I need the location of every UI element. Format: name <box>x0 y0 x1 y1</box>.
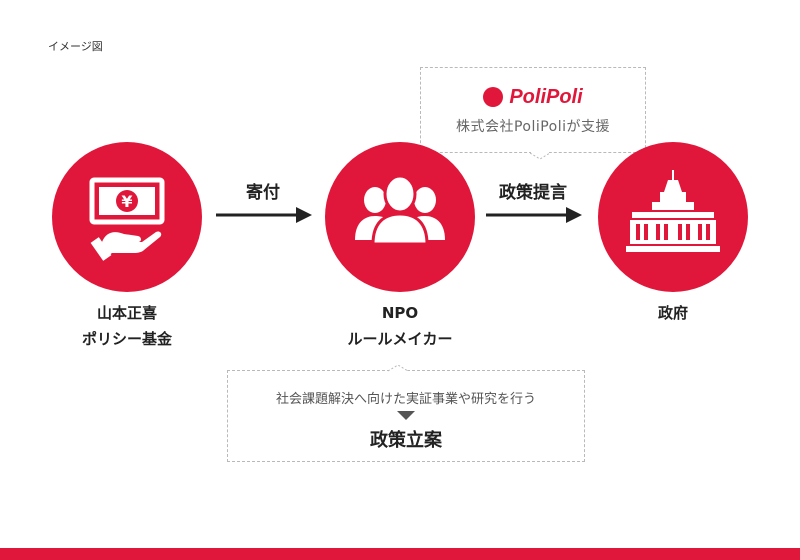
policy-box-pointer <box>388 365 408 377</box>
node-label-line1: NPO <box>381 304 419 322</box>
node-label-line2: ポリシー基金 <box>81 330 172 348</box>
node-label-line1: 山本正喜 <box>96 304 157 322</box>
node-circle-fund: ¥ <box>52 142 202 292</box>
support-text: 株式会社PoliPoliが支援 <box>455 119 611 135</box>
node-circle-npo <box>325 142 475 292</box>
node-label-fund: 山本正喜 ポリシー基金 <box>27 300 227 352</box>
logo-text: PoliPoli <box>509 85 583 108</box>
people-group-icon <box>355 174 445 246</box>
arrow-right-icon <box>216 207 312 223</box>
triangle-down-icon <box>397 411 415 420</box>
svg-text:¥: ¥ <box>121 192 132 211</box>
money-hand-icon: ¥ <box>89 177 165 261</box>
government-building-icon <box>626 170 720 252</box>
node-circle-government <box>598 142 748 292</box>
bottom-accent-bar <box>0 548 800 560</box>
policy-description: 社会課題解決へ向けた実証事業や研究を行う <box>275 392 536 407</box>
node-label-line1: 政府 <box>657 304 688 322</box>
arrow-right-icon <box>486 207 582 223</box>
polipoli-logo: PoliPoli <box>420 84 646 110</box>
support-box <box>420 67 646 153</box>
edge-label-policy-proposal: 政策提言 <box>499 183 567 203</box>
logo-dot-icon <box>483 87 504 107</box>
node-label-line2: ルールメイカー <box>347 330 453 348</box>
caption: イメージ図 <box>48 40 103 53</box>
policy-title: 政策立案 <box>370 430 442 451</box>
node-label-government: 政府 <box>573 300 773 326</box>
node-label-npo: NPO ルールメイカー <box>300 300 500 352</box>
edge-label-donation: 寄付 <box>246 183 280 203</box>
support-box-pointer <box>530 148 550 160</box>
